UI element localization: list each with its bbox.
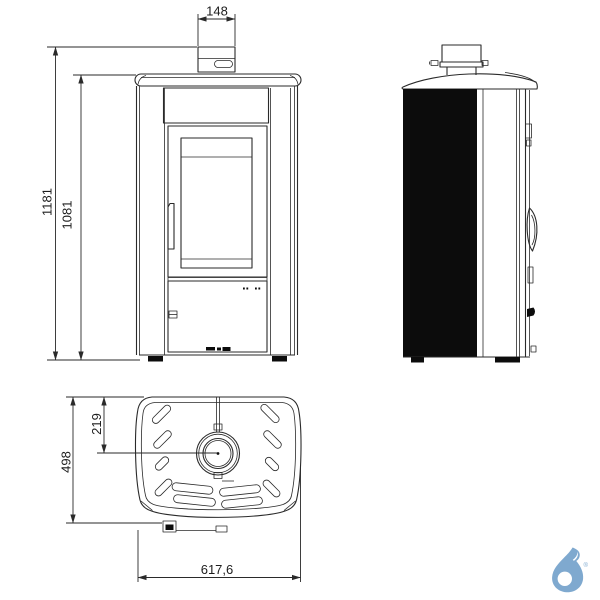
top-view-feet [162, 520, 228, 533]
front-side-pillars [135, 86, 299, 355]
flue-center-point [216, 452, 220, 455]
dimension-total-height: 1181 [40, 46, 197, 361]
front-flue-pipe [197, 46, 236, 73]
dimension-annotations: 148 1181 1081 219 498 [40, 4, 301, 582]
dimension-flue-width: 148 [197, 4, 236, 46]
bottom-grille [206, 347, 215, 351]
dim-width-label: 617,6 [201, 562, 234, 577]
brand-logo: ® [552, 547, 589, 593]
dimension-width: 617,6 [137, 468, 301, 582]
flue-clamp [439, 61, 484, 68]
side-body-lines [482, 89, 530, 357]
water-drop-icon [552, 547, 584, 593]
dimension-flue-offset: 219 [89, 396, 217, 454]
side-top-cap [401, 72, 538, 90]
top-vent-slots [151, 403, 282, 509]
front-top-cap [134, 73, 302, 87]
top-plate-outline [134, 396, 302, 518]
side-right-details [525, 123, 538, 353]
top-flue-collar [195, 397, 241, 482]
side-base-feet [403, 356, 530, 363]
door-handle [167, 202, 175, 250]
side-view [401, 44, 538, 363]
side-flue-pipe [429, 44, 489, 75]
water-drop-tail-notch [572, 551, 578, 561]
dim-flue-offset-label: 219 [89, 413, 104, 435]
flue-slot [214, 60, 233, 68]
dim-body-height-label: 1081 [60, 201, 75, 230]
dim-flue-width-label: 148 [206, 4, 228, 19]
side-hook [527, 307, 535, 317]
side-glass-panel [403, 89, 477, 357]
dim-depth-label: 498 [59, 451, 74, 473]
water-drop-cutout [557, 571, 572, 586]
front-upper-panel [162, 87, 270, 124]
side-door-handle [526, 207, 538, 252]
door-window-glass [180, 137, 253, 269]
top-plate-inner-line [140, 402, 297, 511]
dimension-depth: 498 [59, 396, 162, 524]
front-base-feet [139, 354, 295, 362]
registered-trademark: ® [584, 562, 589, 569]
front-lower-panel [167, 280, 268, 353]
front-view [134, 46, 302, 362]
front-fire-door [167, 125, 268, 278]
dimension-body-height: 1081 [60, 74, 136, 361]
dim-total-height-label: 1181 [40, 188, 55, 216]
top-view [134, 396, 302, 533]
